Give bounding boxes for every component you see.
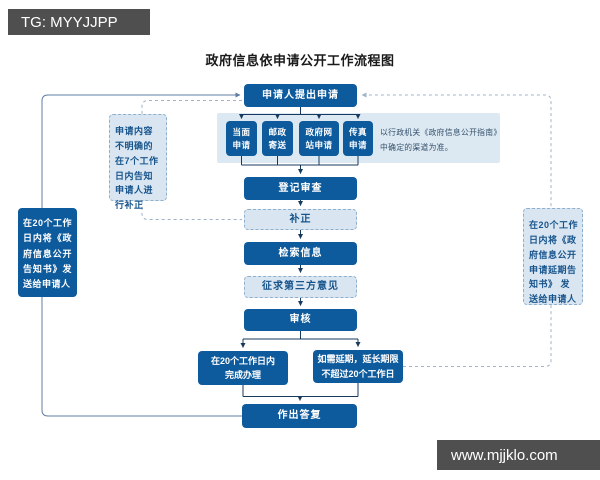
node-step-audit: 审核 — [244, 309, 357, 331]
node-step-third-party-opinion: 征求第三方意见 — [244, 276, 357, 298]
node-end-reply: 作出答复 — [242, 404, 357, 428]
node-channel-in-person: 当面 申请 — [226, 121, 257, 156]
node-start-apply: 申请人提出申请 — [244, 84, 357, 107]
watermark-telegram-badge: TG: MYYJJPP — [8, 9, 150, 35]
node-branch-complete-20-days: 在20个工作日内 完成办理 — [198, 351, 288, 385]
node-step-search-info: 检索信息 — [244, 242, 357, 265]
annotation-left-disclosure-notice: 在20个工作日内将《政府信息公开告知书》发送给申请人 — [18, 208, 77, 297]
page-title: 政府信息依申请公开工作流程图 — [205, 53, 395, 68]
channel-note-text: 以行政机关《政府信息公开指南》 中确定的渠道为准。 — [380, 128, 502, 152]
node-channel-fax: 传真 申请 — [343, 121, 373, 156]
node-branch-extension: 如需延期，延长期限 不超过20个工作日 — [313, 350, 403, 383]
annotation-right-extension-notice: 在20个工作日内将《政府信息公开申请延期告知书》 发送给申请人 — [523, 208, 583, 305]
node-step-register-review: 登记审查 — [244, 177, 357, 200]
node-channel-postal: 邮政 寄送 — [262, 121, 293, 156]
node-channel-gov-website: 政府网 站申请 — [299, 121, 339, 156]
annotation-correction-note: 申请内容不明确的在7个工作日内告知申请人进行补正 — [109, 114, 167, 210]
node-step-correction: 补正 — [244, 209, 357, 230]
watermark-website-badge: www.mjjklo.com — [437, 440, 600, 470]
